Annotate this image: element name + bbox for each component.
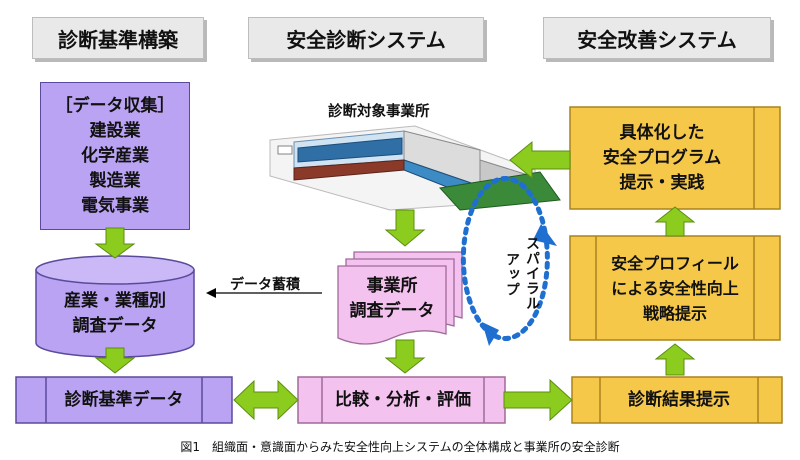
header-criteria-construction: 診断基準構築 [32, 17, 204, 59]
header-criteria-construction-label: 診断基準構築 [58, 27, 178, 52]
industry-manufacturing: 製造業 [89, 170, 141, 191]
arrow-profile-to-program [654, 206, 696, 237]
arrow-collection-to-database [94, 227, 136, 259]
spiral-text-col2: アップ [504, 252, 520, 297]
site-data-line2: 調査データ [349, 301, 435, 321]
program-line1: 具体化した [619, 122, 705, 143]
data-collection-title: ［データ収集］ [55, 95, 175, 116]
header-safety-diagnosis-system-label: 安全診断システム [286, 27, 446, 52]
flow-arrows [94, 140, 696, 422]
factory-illustration [269, 125, 561, 211]
spiral-text-col1: スパイラル [524, 236, 540, 311]
data-collection-box: ［データ収集］ 建設業 化学産業 製造業 電気事業 [40, 82, 190, 230]
result-label: 診断結果提示 [628, 389, 730, 410]
industry-construction: 建設業 [89, 120, 141, 141]
industry-chemical: 化学産業 [81, 145, 149, 166]
arrow-database-to-criteria [94, 347, 136, 374]
arrow-program-to-factory [509, 140, 571, 180]
arrow-result-to-profile [654, 343, 696, 376]
industry-electric: 電気事業 [81, 195, 149, 216]
database-label: 産業・業種別 調査データ [36, 284, 194, 344]
arrow-compare-to-result [503, 378, 573, 422]
compare-label-wrap: 比較・分析・評価 [322, 377, 484, 423]
database-line2: 調査データ [72, 316, 158, 336]
arrow-factory-to-sitedata [384, 209, 426, 247]
program-label: 具体化した 安全プログラム 提示・実践 [570, 107, 754, 209]
target-site-label: 診断対象事業所 [328, 104, 430, 120]
site-data-line1: 事業所 [366, 276, 418, 296]
compare-bar [297, 376, 506, 424]
arrow-double-criteria-compare [233, 379, 299, 421]
site-data-document-stack [337, 251, 463, 345]
profile-line1: 安全プロフィール [611, 253, 739, 273]
criteria-label-wrap: 診断基準データ [46, 377, 202, 423]
site-data-label: 事業所 調査データ [338, 268, 446, 330]
criteria-label: 診断基準データ [64, 389, 184, 410]
header-safety-diagnosis-system: 安全診断システム [248, 17, 484, 59]
profile-label: 安全プロフィール による安全性向上 戦略提示 [596, 236, 754, 340]
profile-line3: 戦略提示 [642, 303, 707, 323]
header-safety-improvement-system: 安全改善システム [543, 17, 771, 59]
data-storage-arrow [206, 288, 322, 298]
figure-caption: 図1 組織面・意識面からみた安全性向上システムの全体構成と事業所の安全診断 [180, 440, 620, 454]
database-line1: 産業・業種別 [64, 291, 166, 311]
profile-line2: による安全性向上 [611, 278, 739, 298]
result-label-wrap: 診断結果提示 [600, 377, 758, 423]
criteria-data-bar [15, 376, 233, 424]
spiral-up-loop [460, 176, 557, 346]
program-box [569, 106, 781, 210]
arrow-sitedata-to-compare [384, 339, 426, 374]
database-cylinder [35, 255, 195, 358]
profile-box [569, 235, 781, 341]
compare-label: 比較・分析・評価 [335, 389, 471, 410]
data-storage-label: データ蓄積 [230, 277, 300, 293]
program-line2: 安全プログラム [602, 147, 722, 168]
program-line3: 提示・実践 [619, 172, 705, 193]
header-safety-improvement-system-label: 安全改善システム [577, 27, 737, 52]
